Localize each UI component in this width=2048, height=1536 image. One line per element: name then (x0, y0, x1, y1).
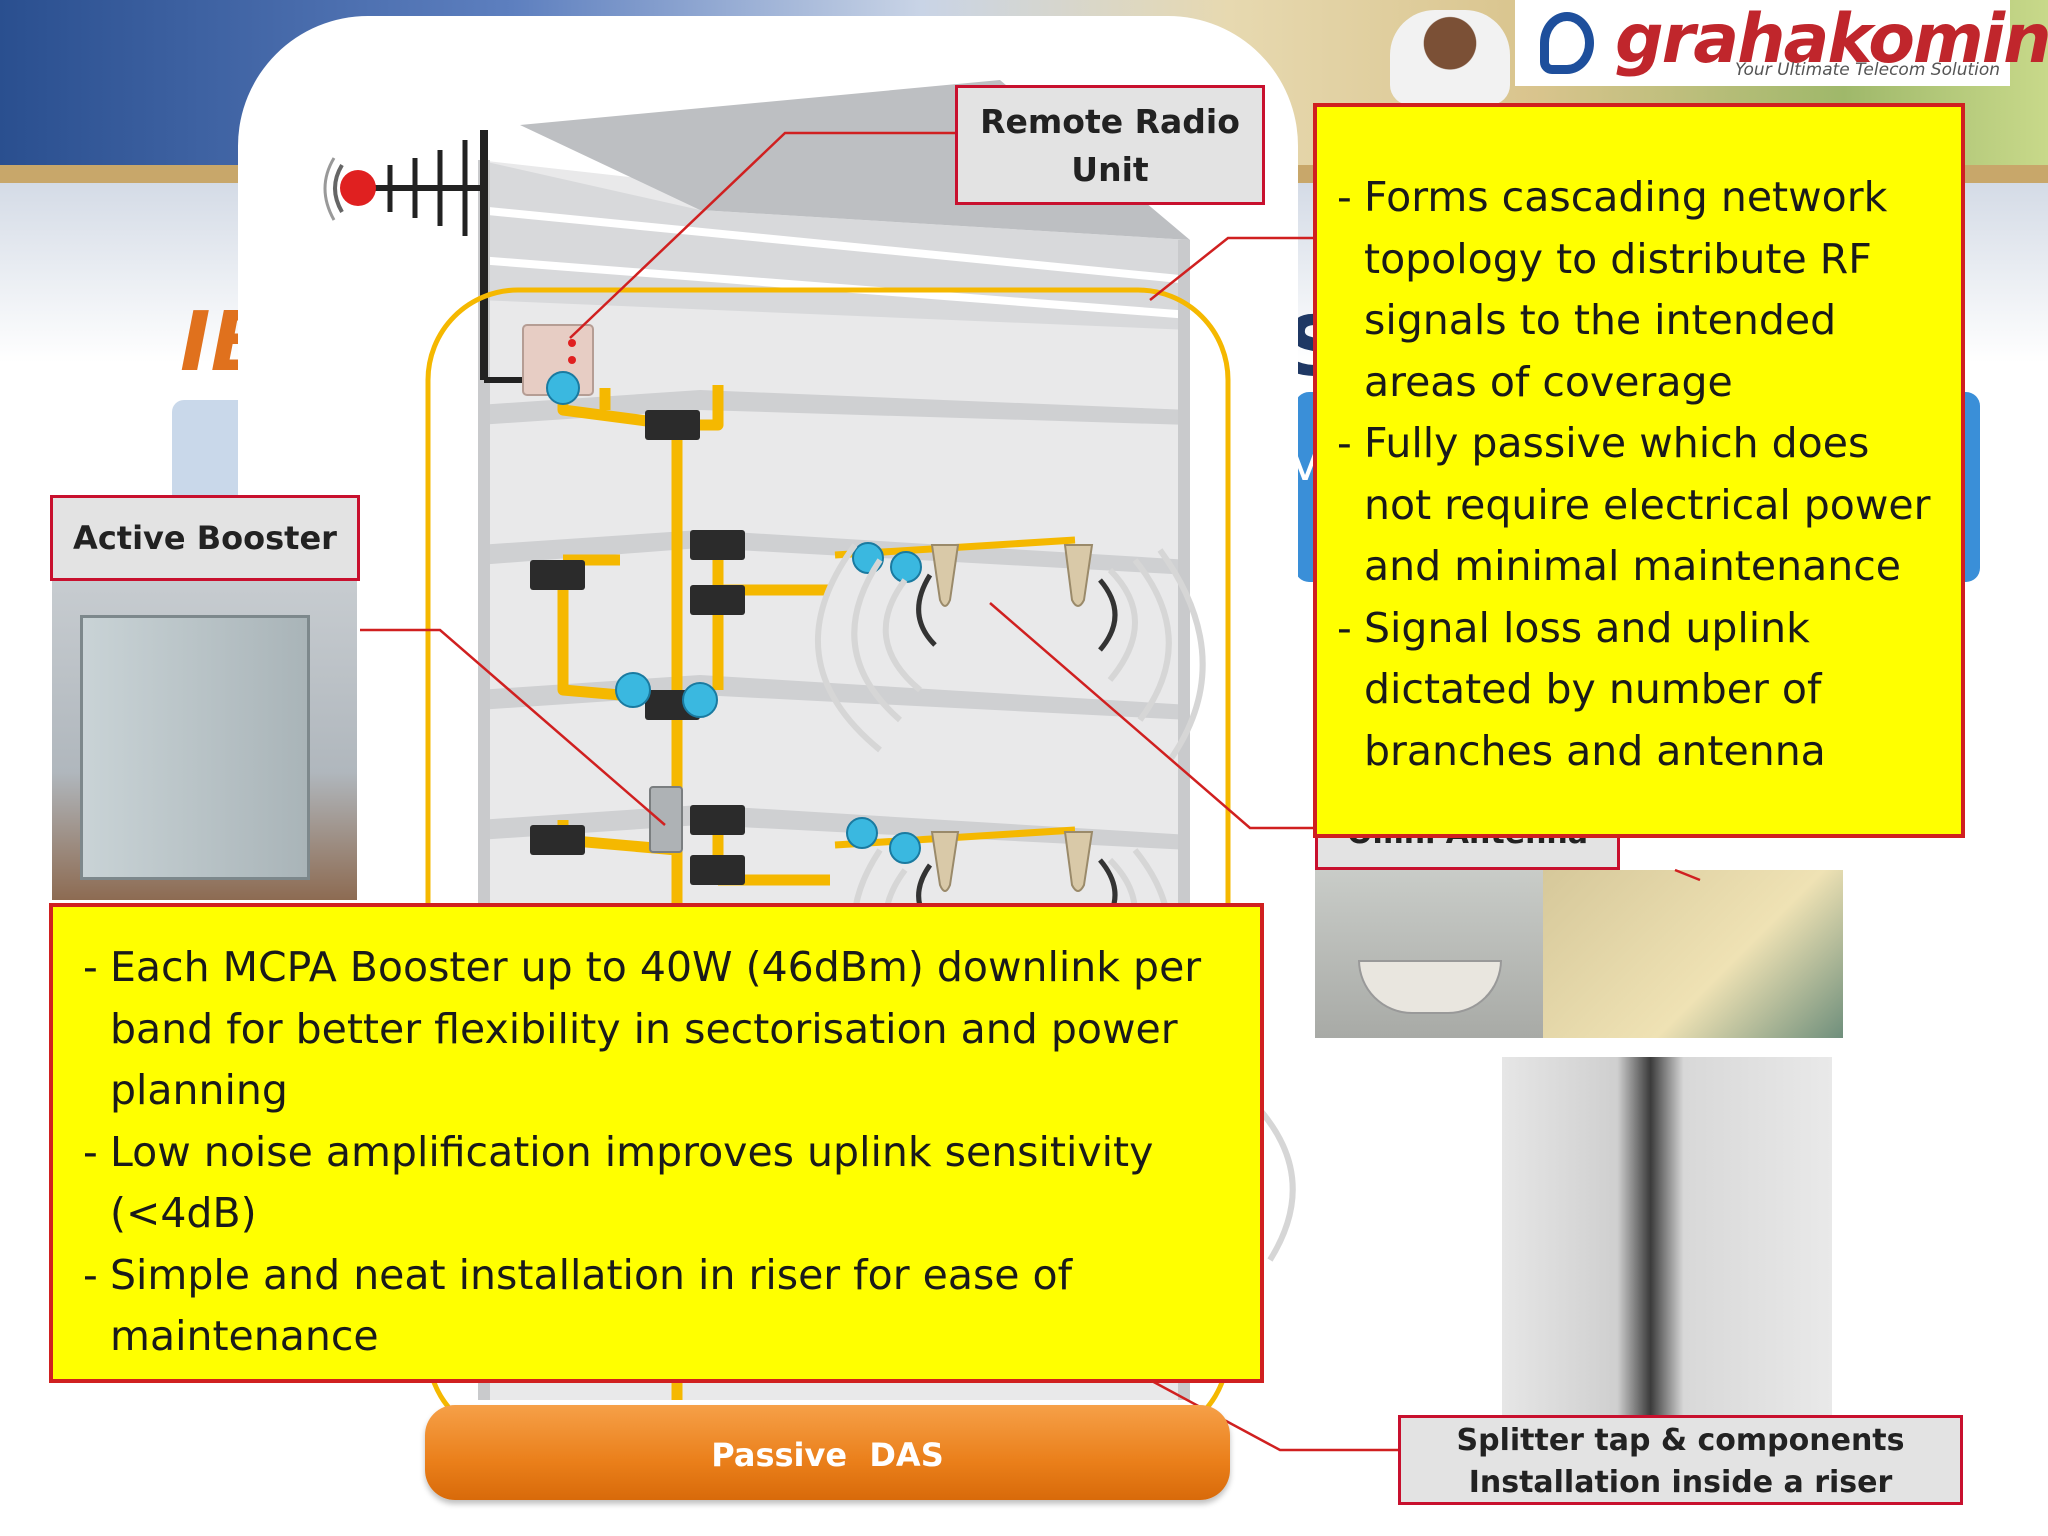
active-booster-device (649, 786, 683, 853)
signal-wave-icon (1132, 558, 1172, 722)
remote-radio-unit-label: Remote Radio Unit (955, 85, 1265, 205)
splitter-icon (690, 530, 745, 560)
passive-das-callout: Forms cascading network topology to dist… (1313, 103, 1965, 838)
bullet-item: Simple and neat installation in riser fo… (83, 1245, 1240, 1368)
passive-das-bar: Passive DAS (425, 1405, 1230, 1500)
omni-antenna-icon (1063, 831, 1094, 892)
rru-indicator-icon (568, 356, 576, 364)
logo (1515, 0, 2010, 86)
logo-tagline: Your Ultimate Telecom Solution (1735, 60, 2001, 80)
floor-slab (478, 390, 1190, 425)
connector-icon (615, 672, 651, 708)
signal-wave-icon (323, 157, 336, 221)
antenna-tip-icon (340, 170, 376, 206)
logo-mark-icon (1540, 12, 1594, 74)
signal-wave-icon (1098, 578, 1118, 652)
signal-wave-icon (882, 578, 922, 693)
splitter-icon (645, 410, 700, 440)
rru-indicator-icon (568, 339, 576, 347)
bullet-item: Fully passive which does not require ele… (1337, 413, 1941, 598)
signal-wave-icon (333, 163, 344, 214)
bullet-item: Signal loss and uplink dictated by numbe… (1337, 598, 1941, 783)
active-booster-label: Active Booster (50, 495, 360, 581)
splitter-icon (690, 805, 745, 835)
bullet-item: Forms cascading network topology to dist… (1337, 167, 1941, 413)
signal-wave-icon (1157, 548, 1206, 762)
building-stripe (477, 206, 1191, 284)
booster-bullet-list: Each MCPA Booster up to 40W (46dBm) down… (83, 937, 1240, 1368)
splitter-label-line1: Splitter tap & components (1456, 1423, 1905, 1458)
rru-leader-line (569, 131, 955, 339)
bullet-item: Each MCPA Booster up to 40W (46dBm) down… (83, 937, 1240, 1122)
splitter-icon (690, 585, 745, 615)
omni-antenna-icon (930, 544, 960, 607)
riser-installation-photo (1502, 1057, 1832, 1417)
booster-callout: Each MCPA Booster up to 40W (46dBm) down… (49, 903, 1264, 1383)
signal-wave-icon (916, 573, 937, 647)
omni-antenna-icon (1063, 544, 1094, 607)
splitter-icon (530, 560, 585, 590)
signal-wave-icon (1107, 567, 1138, 682)
bullet-item: Low noise amplification improves uplink … (83, 1122, 1240, 1245)
connector-icon (546, 371, 580, 405)
booster-leader-line (360, 628, 666, 826)
passive-das-bullet-list: Forms cascading network topology to dist… (1337, 167, 1941, 782)
splitter-icon (530, 825, 585, 855)
omni-antennas (930, 544, 1094, 892)
signal-wave-icon (1257, 1108, 1296, 1262)
splitter-leader-line (1149, 1378, 1398, 1452)
splitter-label-line2: Installation inside a riser (1468, 1465, 1893, 1500)
omni-photo-leader-line (1674, 868, 1701, 882)
connector-icon (889, 832, 921, 864)
floor-slab (478, 530, 1190, 575)
signal-wave-icon (815, 543, 882, 753)
logo-text: grahakomindo (1615, 0, 2048, 79)
antenna-mast (480, 130, 488, 380)
splitter-icon (690, 855, 745, 885)
splitter-label: Splitter tap & components Installation i… (1398, 1415, 1963, 1505)
booster-cabinet-image (80, 615, 310, 880)
das-leader-line (1149, 236, 1313, 301)
omni-antenna-photo-corridor (1543, 870, 1843, 1038)
omni-leader-line (989, 602, 1313, 830)
signal-wave-icon (851, 558, 902, 723)
connector-icon (682, 682, 718, 718)
omni-antenna-icon (930, 831, 960, 892)
banner-person-image (1390, 10, 1510, 105)
connector-icon (846, 817, 878, 849)
